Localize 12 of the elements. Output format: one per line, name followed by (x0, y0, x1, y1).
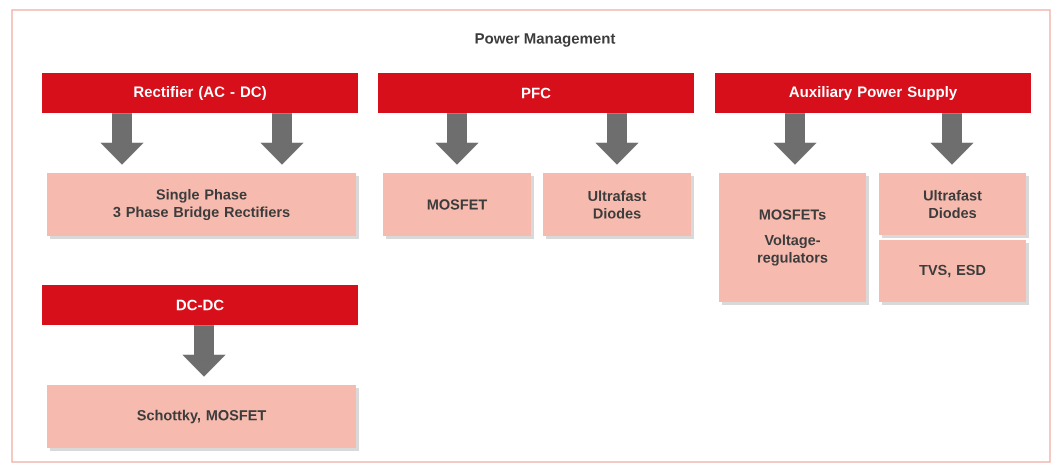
component-box: Ultrafast Diodes (543, 173, 691, 236)
diagram-title: Power Management (475, 33, 616, 47)
component-box: Schottky, MOSFET (47, 385, 356, 448)
component-box: MOSFETs Voltage-regulators (719, 173, 866, 302)
category-header: DC-DC (42, 285, 358, 325)
component-box: Ultrafast Diodes (879, 173, 1026, 235)
component-box: Single Phase 3 Phase Bridge Rectifiers (47, 173, 356, 236)
category-header: Rectifier (AC - DC) (42, 73, 358, 113)
component-box: TVS, ESD (879, 240, 1026, 302)
component-box: MOSFET (383, 173, 531, 236)
category-header: PFC (378, 73, 694, 113)
category-header: Auxiliary Power Supply (715, 73, 1031, 113)
